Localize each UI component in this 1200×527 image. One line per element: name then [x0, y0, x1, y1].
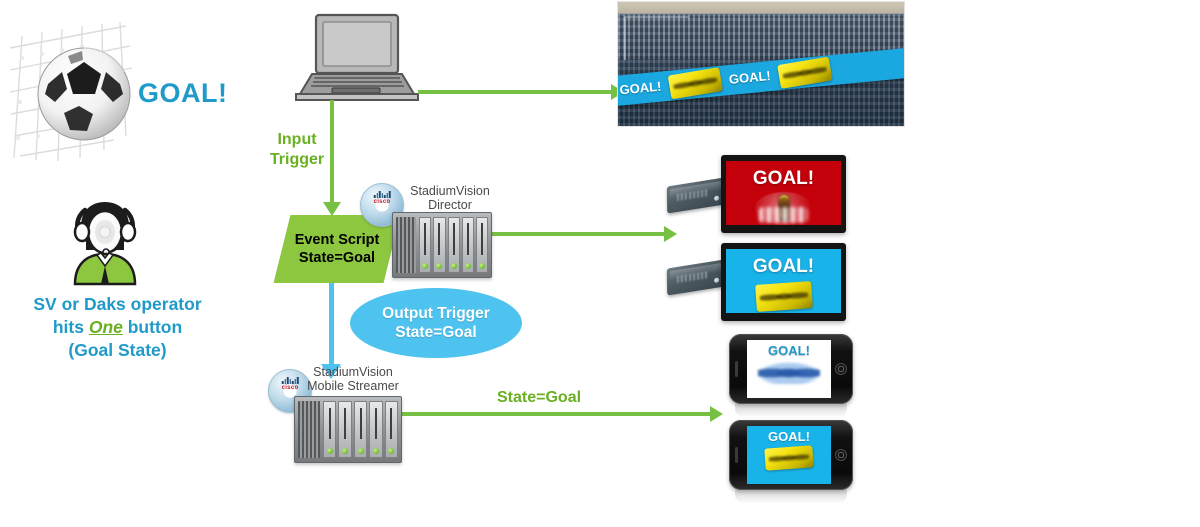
sv-director-label: StadiumVision Director [410, 184, 490, 212]
ribbon-goal-text-2: GOAL! [729, 68, 772, 87]
caption-button-text: button [122, 317, 183, 337]
stadium-railing [623, 15, 689, 60]
stb-led [714, 277, 720, 284]
arrow-director-to-tv-head [664, 226, 677, 242]
operator-caption-line1: SV or Daks operator [33, 294, 202, 314]
phone-white: GOAL! [729, 334, 853, 418]
tv-red-screen: GOAL! [726, 161, 841, 225]
sv-mobile-streamer-rack [294, 396, 402, 463]
tv-cyan-goal-text: GOAL! [752, 256, 815, 277]
phone-cyan: GOAL! [729, 420, 853, 504]
drive-bay [338, 401, 352, 458]
operator-caption: SV or Daks operator hits One button (Goa… [0, 293, 235, 362]
set-top-box-icon [666, 259, 726, 296]
ribbon-message-1: GOAL! [619, 78, 663, 98]
arrow-streamer-to-phone-head [710, 406, 723, 422]
operator-caption-line3: (Goal State) [68, 340, 167, 360]
state-goal-label: State=Goal [497, 389, 582, 406]
yellow-sponsor-logo [754, 281, 813, 312]
cisco-bars-icon [373, 191, 391, 198]
arrow-event-to-streamer-head [321, 364, 341, 379]
phone-white-screen: GOAL! [747, 340, 831, 398]
rack-bays [416, 217, 489, 273]
phone-reflection [735, 490, 847, 504]
rack-vents [298, 401, 320, 458]
arrow-input-trigger-line [330, 100, 334, 204]
stb-led [714, 195, 720, 202]
operator-caption-line2: hits One button [0, 316, 235, 339]
phone-white-goal-text: GOAL! [768, 343, 810, 358]
drive-bay [475, 217, 489, 273]
phone-reflection [735, 404, 847, 418]
cisco-wordmark: cisco [281, 385, 299, 391]
stadium-seating-photo: GOAL! GOAL! [618, 2, 904, 126]
tv-red-goal-text: GOAL! [752, 168, 815, 189]
stadium-upper-deck [618, 14, 904, 60]
cisco-wordmark: cisco [373, 199, 391, 205]
drive-bay [384, 401, 399, 458]
yellow-sponsor-logo [667, 66, 724, 99]
yellow-sponsor-logo [764, 445, 814, 471]
rack-bays [320, 401, 399, 458]
set-top-box-icon [666, 177, 726, 214]
phone-speaker-icon [735, 447, 738, 463]
phone-home-button[interactable] [835, 449, 847, 461]
stb-brand-mark [676, 271, 708, 283]
arrow-event-to-streamer-line [329, 280, 334, 368]
drive-bay [433, 217, 446, 273]
blue-sponsor-logo [758, 362, 820, 384]
phone-home-button[interactable] [835, 363, 847, 375]
soccer-ball-in-net-icon [8, 18, 143, 163]
phone-speaker-icon [735, 361, 738, 377]
arrow-input-trigger-head [323, 202, 341, 216]
caption-hits-text: hits [52, 317, 89, 337]
ribbon-goal-text-1: GOAL! [619, 78, 662, 97]
red-cola-sponsor-logo [754, 192, 813, 225]
cola-wordmark [759, 207, 808, 224]
input-trigger-label: Input Trigger [269, 131, 325, 168]
drive-bay [447, 217, 460, 273]
headset-operator-icon [63, 196, 148, 286]
tv-red: GOAL! [721, 155, 846, 233]
sv-director-group: cisco StadiumVision Director [360, 183, 495, 283]
arrow-director-to-tv-line [487, 232, 665, 236]
sv-mobile-streamer-group: cisco StadiumVision Mobile Streamer [268, 363, 403, 468]
drive-bay [419, 217, 432, 273]
rack-vents [396, 217, 417, 273]
ribbon-message-2: GOAL! [728, 67, 772, 87]
stb-brand-mark [676, 189, 708, 201]
goal-headline: GOAL! [138, 78, 228, 108]
phone-cyan-screen: GOAL! [747, 426, 831, 484]
laptop-icon [294, 12, 419, 104]
tv-cyan-screen: GOAL! [726, 249, 841, 313]
arrow-laptop-to-stadium-line [418, 90, 612, 94]
yellow-sponsor-logo [777, 56, 833, 89]
sv-mobile-streamer-label: StadiumVision Mobile Streamer [307, 365, 399, 393]
cisco-bars-icon [281, 377, 299, 384]
drive-bay [353, 401, 368, 458]
phone-cyan-goal-text: GOAL! [768, 429, 810, 444]
output-trigger-shape[interactable]: Output Trigger State=Goal [350, 288, 522, 358]
drive-bay [461, 217, 474, 273]
tv-cyan: GOAL! [721, 243, 846, 321]
drive-bay [369, 401, 383, 458]
caption-one-emphasis: One [88, 317, 123, 337]
sv-director-rack [392, 212, 492, 278]
arrow-streamer-to-phone-line [395, 412, 711, 416]
drive-bay [323, 401, 337, 458]
